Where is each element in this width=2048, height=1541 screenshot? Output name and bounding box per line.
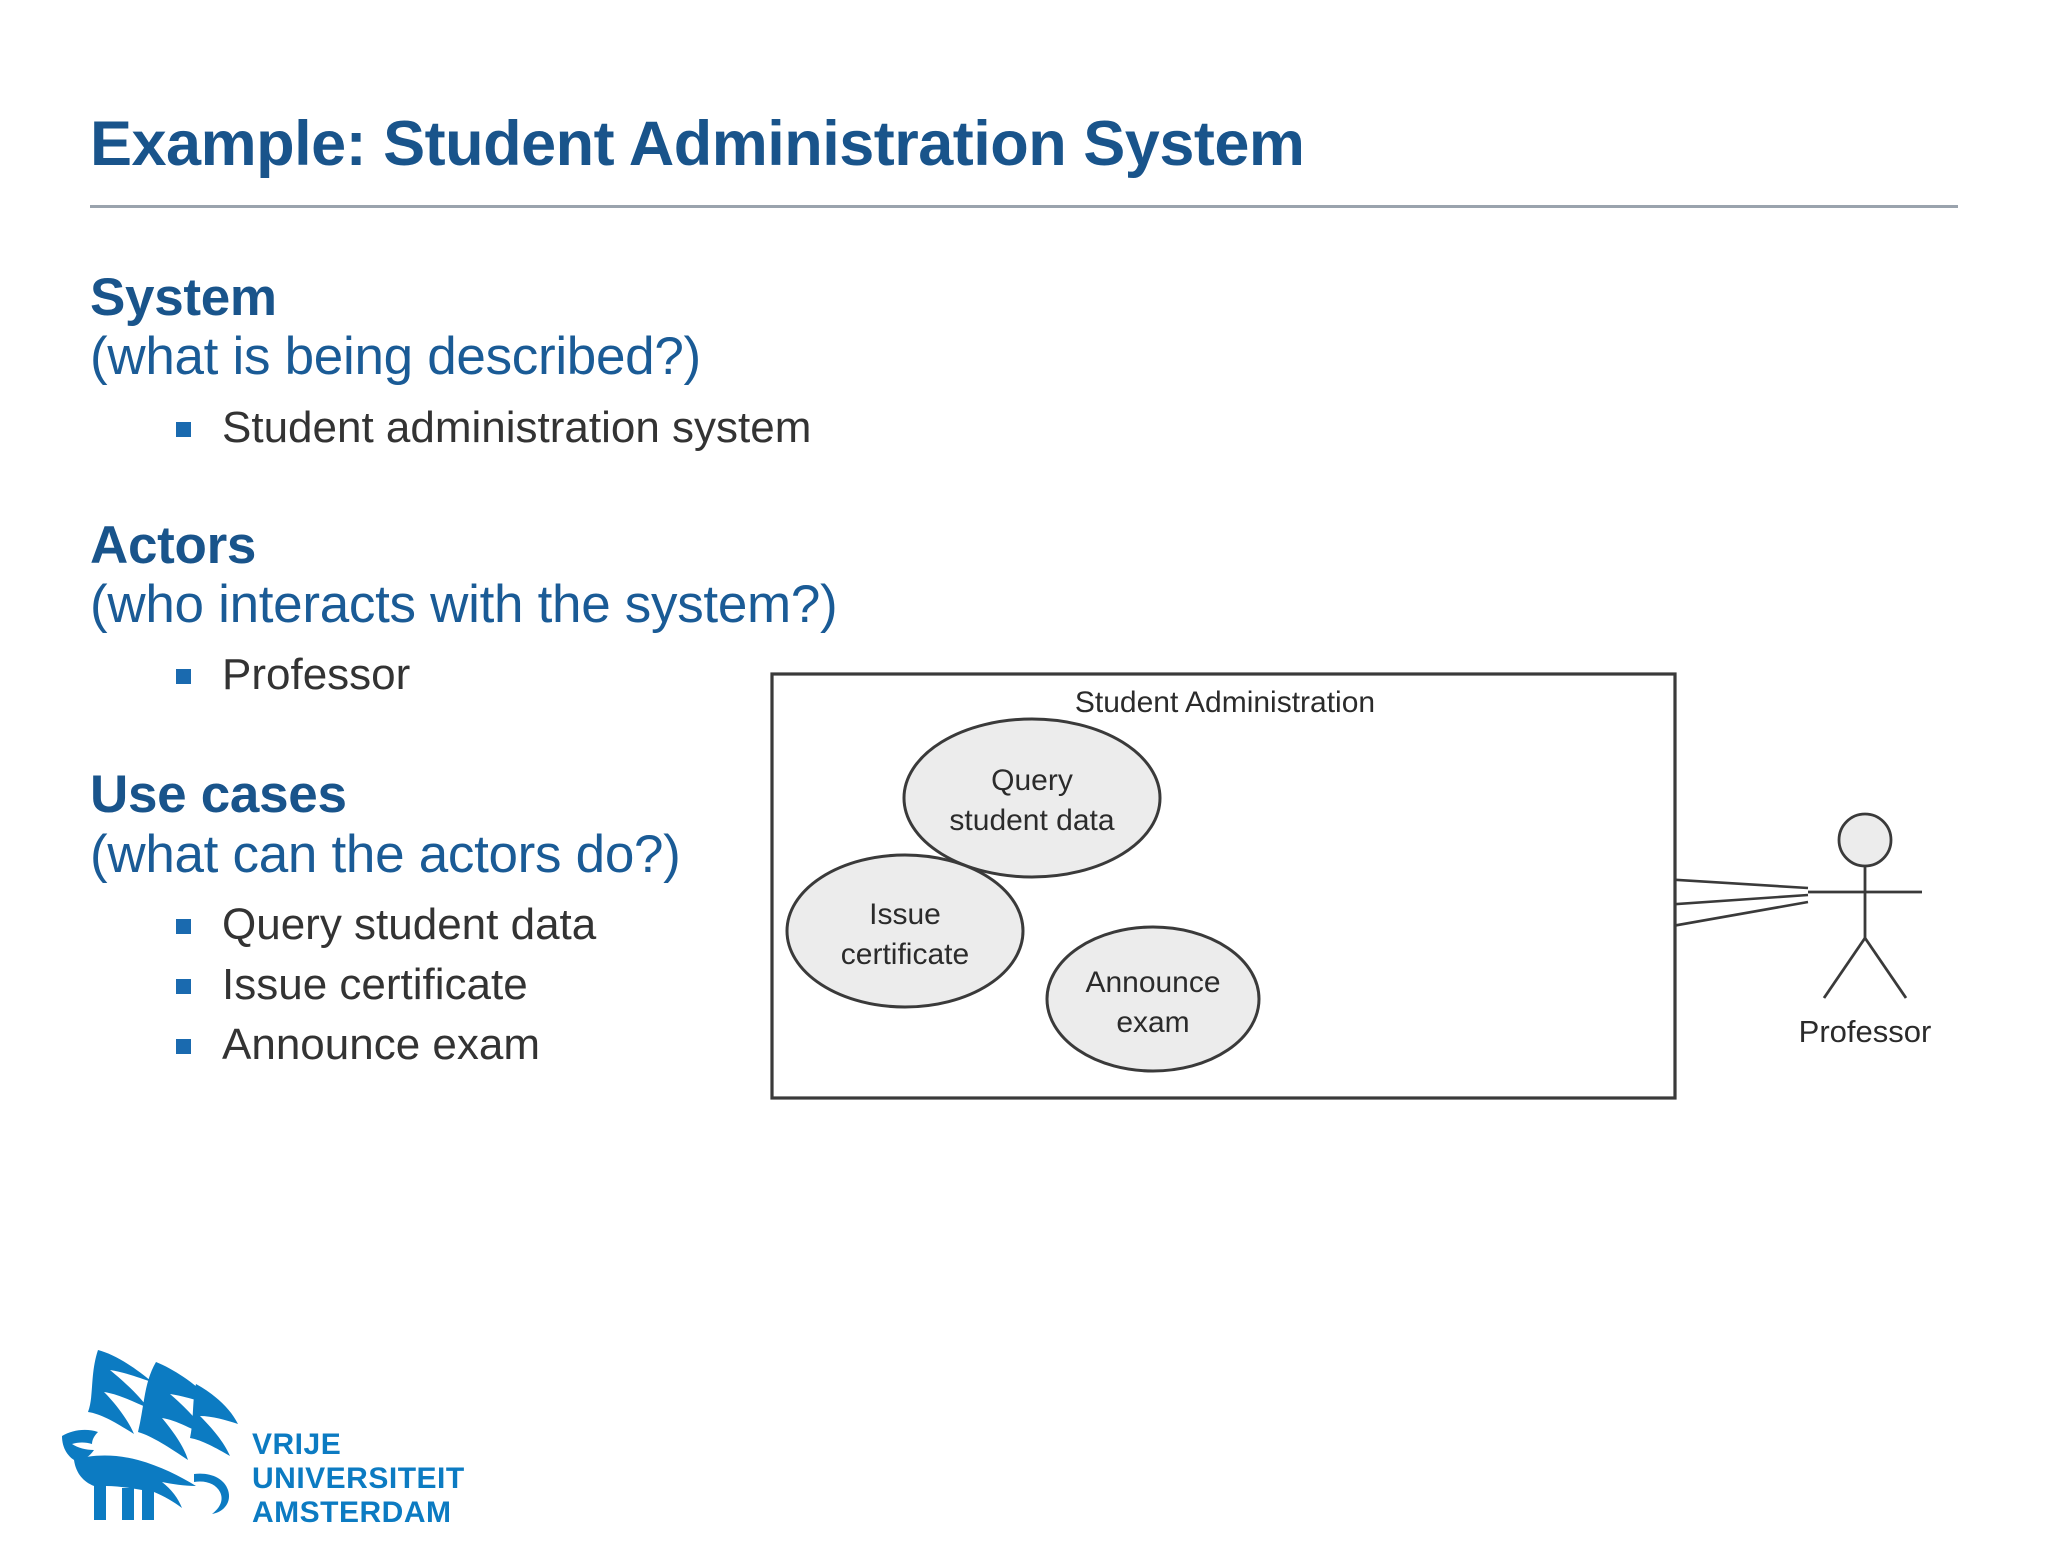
system-boundary-label: Student Administration xyxy=(1075,686,1375,719)
vu-wordmark: VRIJE UNIVERSITEIT AMSTERDAM xyxy=(252,1428,464,1529)
page-title: Example: Student Administration System xyxy=(90,109,1305,179)
block-heading-actors: Actors xyxy=(90,515,257,575)
use-case-query-student-data: Query student data xyxy=(902,717,1162,879)
list-item: Issue certificate xyxy=(176,955,1090,1015)
square-bullet-icon xyxy=(176,669,191,685)
block-system: System (what is being described?) Studen… xyxy=(90,268,1090,458)
use-case-label-line1: Announce xyxy=(1085,966,1220,999)
block-use-cases: Use cases (what can the actors do?) Quer… xyxy=(90,765,1090,1074)
use-case-label-line1: Issue xyxy=(869,898,941,931)
logo-line-1: VRIJE xyxy=(252,1428,341,1461)
actor-head-icon xyxy=(1837,812,1893,868)
slide-body: System (what is being described?) Studen… xyxy=(90,268,1090,1074)
actor-left-leg-line xyxy=(1822,937,1867,999)
block-question-system: (what is being described?) xyxy=(90,327,701,387)
block-question-actors: (who interacts with the system?) xyxy=(90,574,838,634)
list-item-label: Announce exam xyxy=(222,1019,540,1069)
uml-use-case-diagram: Student Administration Query student dat… xyxy=(760,650,2040,1150)
actor-label: Professor xyxy=(1799,1014,1932,1049)
title-divider xyxy=(90,205,1958,208)
use-case-label-line2: certificate xyxy=(841,938,969,971)
list-item: Query student data xyxy=(176,895,1090,955)
list-item-label: Professor xyxy=(222,650,411,700)
list-item-label: Query student data xyxy=(222,899,597,949)
use-case-ellipse xyxy=(785,853,1025,1009)
bullet-list-use-cases: Query student data Issue certificate Ann… xyxy=(90,895,1090,1074)
actor-right-leg-line xyxy=(1863,937,1908,999)
logo-line-2: UNIVERSITEIT xyxy=(252,1462,464,1495)
use-case-issue-certificate: Issue certificate xyxy=(785,853,1025,1009)
actor-professor: Professor xyxy=(1799,812,1932,1049)
bullet-list-actors: Professor xyxy=(90,645,1090,705)
bullet-list-system: Student administration system xyxy=(90,398,1090,458)
logo-line-3: AMSTERDAM xyxy=(252,1496,452,1529)
list-item: Announce exam xyxy=(176,1015,1090,1075)
use-case-announce-exam: Announce exam xyxy=(1045,925,1261,1073)
square-bullet-icon xyxy=(176,421,191,437)
use-case-label-line2: exam xyxy=(1116,1006,1189,1039)
list-item: Student administration system xyxy=(176,398,1090,458)
use-case-label-line1: Query xyxy=(991,764,1073,797)
vu-amsterdam-logo: VRIJE UNIVERSITEIT AMSTERDAM xyxy=(44,1336,464,1536)
list-item-label: Student administration system xyxy=(222,402,812,452)
block-actors: Actors (who interacts with the system?) … xyxy=(90,516,1090,706)
block-heading-use-cases: Use cases xyxy=(90,765,347,825)
use-case-ellipse xyxy=(1045,925,1261,1073)
use-case-label-line2: student data xyxy=(949,804,1114,837)
square-bullet-icon xyxy=(176,1038,191,1054)
list-item-label: Issue certificate xyxy=(222,959,528,1009)
square-bullet-icon xyxy=(176,918,191,934)
use-case-ellipse xyxy=(902,717,1162,879)
block-heading-system: System xyxy=(90,268,277,327)
block-question-use-cases: (what can the actors do?) xyxy=(90,824,681,884)
square-bullet-icon xyxy=(176,978,191,994)
list-item: Professor xyxy=(176,645,1090,705)
block-spacer xyxy=(90,458,1090,516)
griffin-icon xyxy=(62,1350,238,1520)
